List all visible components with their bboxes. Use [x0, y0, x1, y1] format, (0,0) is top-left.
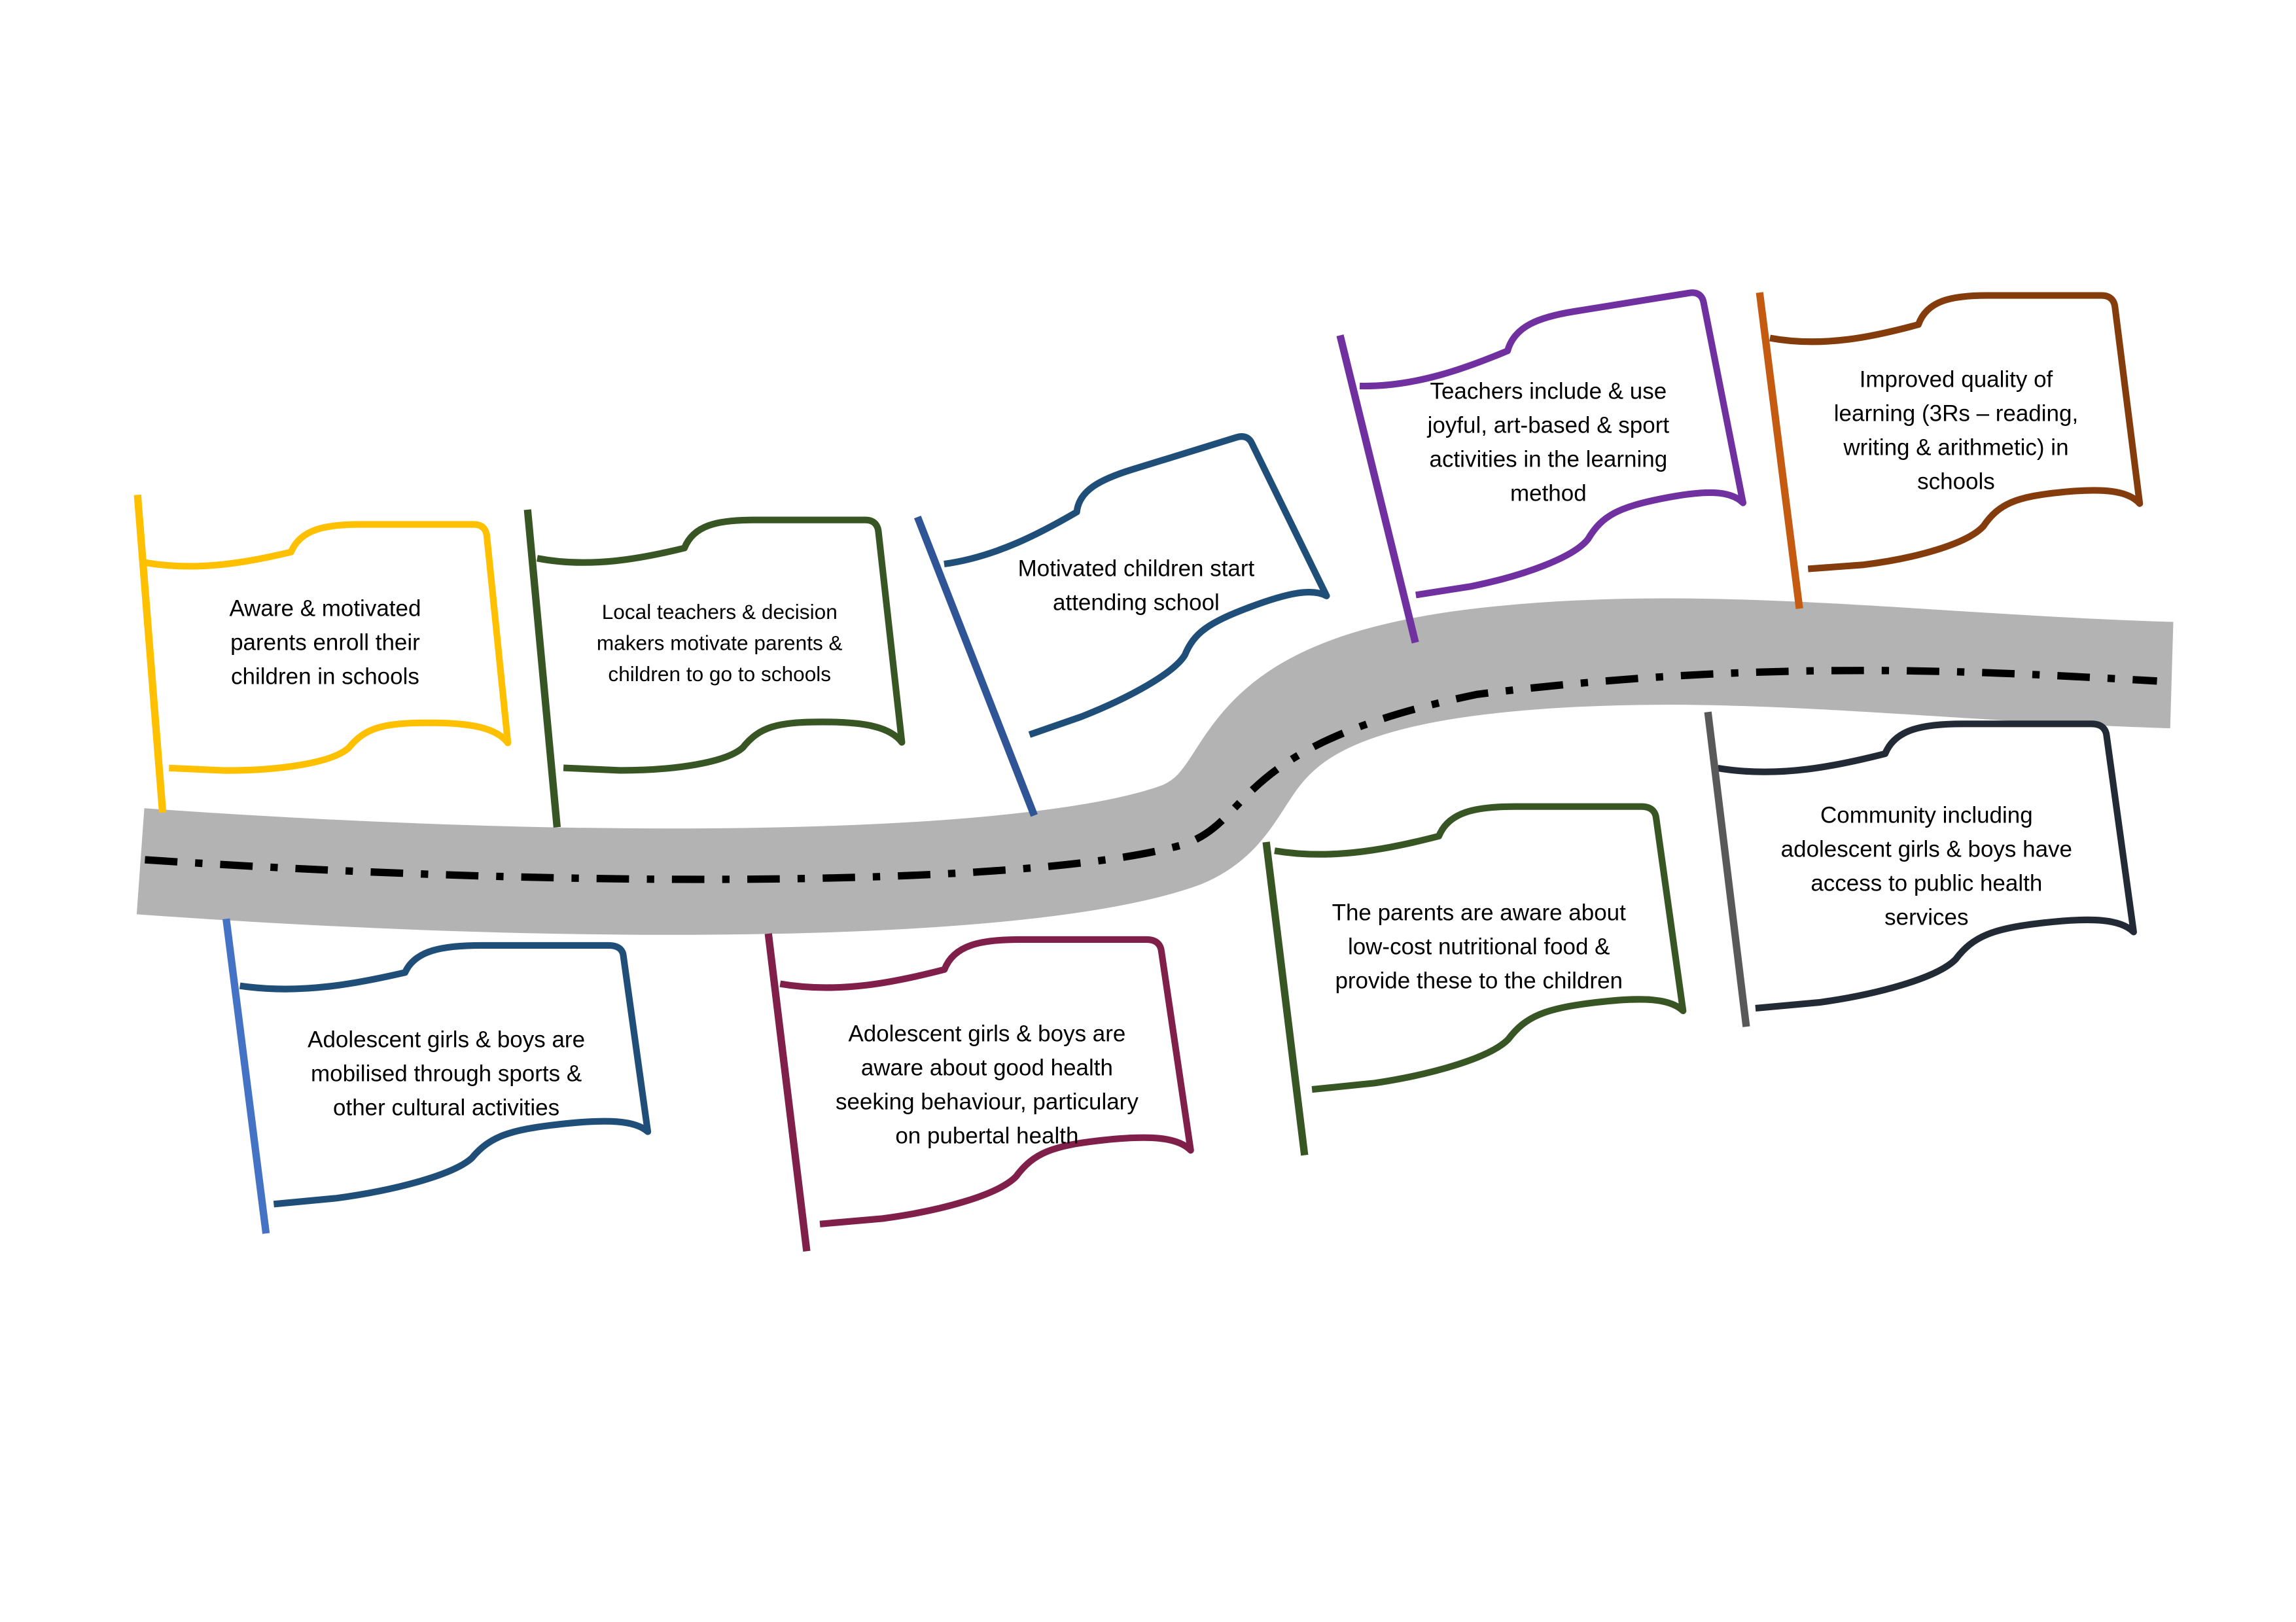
flags-group: Aware & motivated parents enroll their chi…	[133, 289, 2144, 1252]
flag-pole	[1262, 841, 1309, 1156]
flag-quality-learning: Improved quality of learning (3Rs – readi…	[1756, 292, 2144, 609]
flag-banner	[779, 936, 1194, 1227]
flag-text-line: other cultural activities	[333, 1095, 559, 1121]
flag-pole	[1704, 711, 1750, 1027]
flag-pole	[222, 918, 270, 1234]
flag-text-line: Adolescent girls & boys are	[308, 1027, 585, 1053]
flag-text-line: parents enroll their	[230, 629, 420, 655]
flag-text-line: Teachers include & use	[1430, 379, 1667, 404]
flag-banner	[944, 433, 1330, 738]
flag-text-line: makers motivate parents &	[597, 631, 843, 654]
flag-banner	[1717, 720, 2137, 1012]
flag-sports-mobilised: Adolescent girls & boys are mobilised thr…	[222, 918, 652, 1234]
flag-text-line: adolescent girls & boys have	[1781, 836, 2072, 862]
flag-text-line: Community including	[1820, 803, 2033, 828]
flag-text-line: on pubertal health	[895, 1123, 1078, 1148]
flag-banner	[1359, 289, 1746, 599]
flag-banner	[536, 516, 906, 774]
flag-children-attend: Motivated children start attending school	[914, 433, 1330, 817]
flag-joyful-learning: Teachers include & use joyful, art-based …	[1336, 289, 1746, 644]
flag-nutrition: The parents are aware about low-cost nutr…	[1262, 803, 1687, 1156]
flag-pole	[1756, 292, 1803, 609]
flag-public-health: Community including adolescent girls & bo…	[1704, 711, 2137, 1027]
flag-text-line: Aware & motivated	[229, 595, 421, 621]
flag-text-line: children in schools	[231, 663, 419, 689]
flag-text-line: access to public health	[1810, 870, 2042, 896]
flag-text-line: mobilised through sports &	[311, 1061, 582, 1087]
flag-text-line: aware about good health	[861, 1055, 1113, 1081]
flag-pole	[133, 494, 167, 813]
flag-text-line: Improved quality of	[1860, 367, 2053, 393]
flag-text-line: Adolescent girls & boys are	[848, 1021, 1125, 1047]
flag-text-line: schools	[1917, 468, 1995, 494]
flag-text-line: Local teachers & decision	[602, 600, 838, 624]
flag-banner	[1274, 803, 1687, 1093]
flag-text-line: attending school	[1053, 590, 1220, 615]
flag-text-line: method	[1510, 480, 1587, 506]
flag-pole	[523, 509, 561, 828]
flag-text-line: Motivated children start	[1018, 556, 1255, 582]
flag-text-line: activities in the learning	[1430, 446, 1668, 472]
flag-text-line: children to go to schools	[608, 662, 831, 686]
flag-pole	[1336, 334, 1419, 644]
flag-text-line: low-cost nutritional food &	[1348, 934, 1610, 960]
flag-text-line: joyful, art-based & sport	[1427, 413, 1670, 438]
flag-text-line: learning (3Rs – reading,	[1834, 400, 2078, 426]
road-center-line	[145, 667, 2157, 883]
flag-text-line: services	[1884, 904, 1968, 930]
flag-text-line: The parents are aware about	[1332, 900, 1627, 926]
flag-banner	[1769, 292, 2144, 573]
flag-health-aware: Adolescent girls & boys are aware about g…	[764, 933, 1194, 1252]
flag-teachers-motivate: Local teachers & decision makers motivate…	[523, 509, 906, 828]
flag-text-line: writing & arithmetic) in	[1843, 434, 2068, 460]
flag-text-line: provide these to the children	[1335, 968, 1623, 993]
flag-pole	[764, 933, 811, 1252]
flag-banner	[239, 942, 652, 1208]
flag-parents-enroll: Aware & motivated parents enroll their chi…	[133, 494, 512, 813]
flag-banner	[142, 521, 512, 774]
flag-pole	[914, 516, 1038, 817]
flag-text-line: seeking behaviour, particulary	[836, 1089, 1139, 1115]
